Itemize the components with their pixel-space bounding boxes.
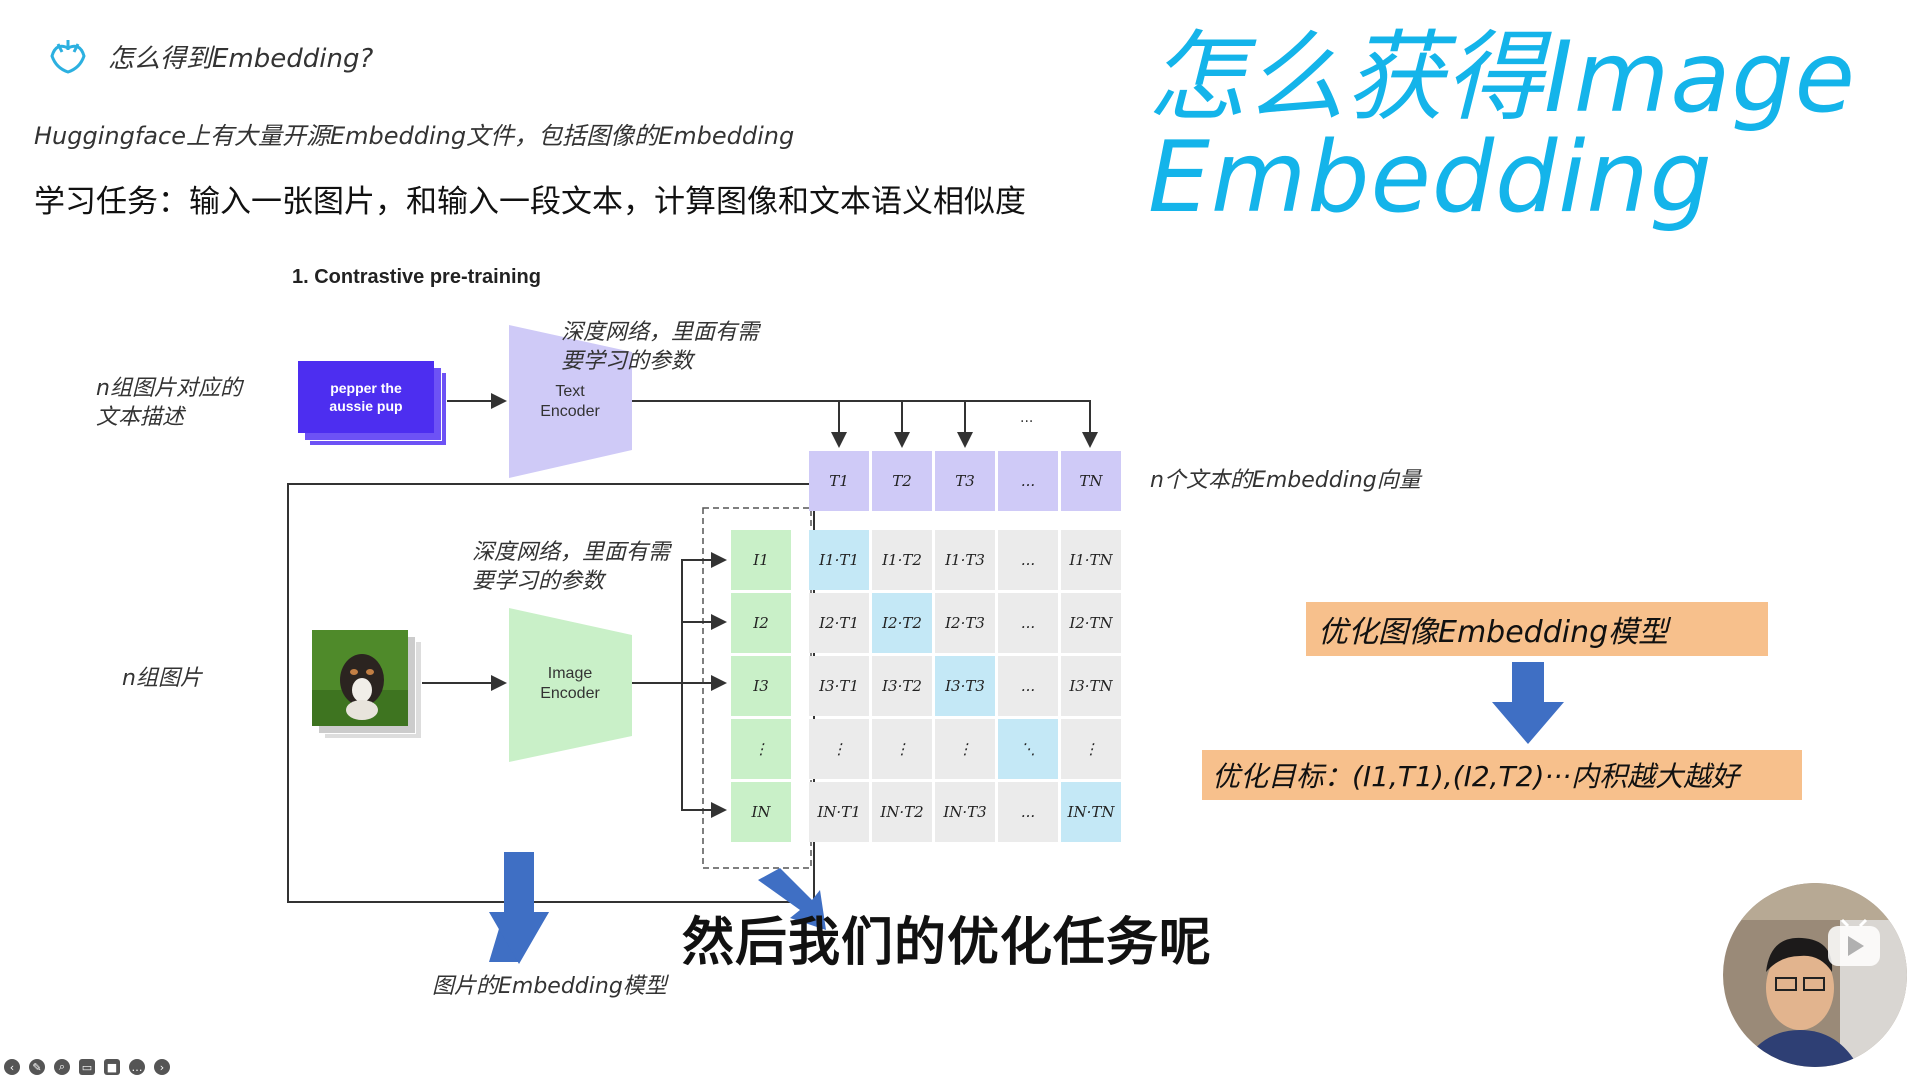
next-icon[interactable]: › bbox=[154, 1059, 170, 1075]
text-card-line2: aussie pup bbox=[329, 398, 403, 414]
optimize-goal-box: 优化目标：(I1,T1),(I2,T2)···内积越大越好 bbox=[1202, 750, 1802, 800]
i-cell: ⋮ bbox=[731, 719, 791, 779]
note-images: n组图片 bbox=[122, 666, 202, 691]
matrix-cell-diagonal: I2·T2 bbox=[872, 593, 932, 653]
note-deep-net-top-line1: 深度网络，里面有需 bbox=[561, 320, 760, 345]
note-deep-net-mid: 深度网络，里面有需 要学习的参数 bbox=[472, 538, 670, 596]
diagram-section-title: 1. Contrastive pre-training bbox=[292, 266, 541, 288]
t-cell: TN bbox=[1061, 451, 1121, 511]
matrix-cell: I3·TN bbox=[1061, 656, 1121, 716]
big-title-line2: Embedding bbox=[1148, 121, 1713, 235]
presenter-webcam bbox=[1723, 883, 1907, 1067]
zoom-icon[interactable]: ⌕ bbox=[54, 1059, 70, 1075]
image-encoder-label-line2: Encoder bbox=[540, 685, 600, 702]
matrix-cell: I1·T2 bbox=[872, 530, 932, 590]
image-embedding-column-frame bbox=[702, 507, 812, 869]
text-encoder-shape bbox=[509, 325, 632, 478]
blue-arrow-diagonal bbox=[758, 868, 826, 930]
matrix-cell: I2·TN bbox=[1061, 593, 1121, 653]
text-card-line1: pepper the bbox=[330, 380, 402, 396]
note-deep-net-top-line2: 要学习的参数 bbox=[561, 349, 694, 374]
player-controls: ‹ ✎ ⌕ ▭ ■ … › bbox=[4, 1059, 170, 1075]
dog-photo bbox=[312, 630, 408, 726]
matrix-cell: ... bbox=[998, 782, 1058, 842]
matrix-cell: I3·T2 bbox=[872, 656, 932, 716]
matrix-cell: ... bbox=[998, 656, 1058, 716]
matrix-cell: IN·T1 bbox=[809, 782, 869, 842]
pen-icon[interactable]: ✎ bbox=[29, 1059, 45, 1075]
big-title-line1: 怎么获得Image bbox=[1148, 21, 1856, 135]
blue-arrow-down-right bbox=[1492, 662, 1564, 744]
i-cell: I2 bbox=[731, 593, 791, 653]
top-dots: ... bbox=[1020, 410, 1034, 426]
cc-icon[interactable]: ▭ bbox=[79, 1059, 95, 1075]
t-cell: T1 bbox=[809, 451, 869, 511]
matrix-cell-diagonal: IN·TN bbox=[1061, 782, 1121, 842]
matrix-cell-diagonal: ⋱ bbox=[998, 719, 1058, 779]
learning-task-text: 学习任务：输入一张图片，和输入一段文本，计算图像和文本语义相似度 bbox=[34, 184, 1026, 220]
matrix-cell: ⋮ bbox=[872, 719, 932, 779]
note-deep-net-top: 深度网络，里面有需 要学习的参数 bbox=[561, 318, 759, 376]
matrix-cell: I1·T3 bbox=[935, 530, 995, 590]
more-icon[interactable]: … bbox=[129, 1059, 145, 1075]
matrix-cell: ... bbox=[998, 530, 1058, 590]
image-encoder-shape bbox=[509, 608, 632, 762]
prev-icon[interactable]: ‹ bbox=[4, 1059, 20, 1075]
note-deep-net-mid-line1: 深度网络，里面有需 bbox=[472, 540, 671, 565]
text-card: pepper the aussie pup bbox=[298, 361, 434, 433]
note-text-descriptions-line1: n组图片对应的 bbox=[96, 376, 242, 401]
matrix-cell: IN·T2 bbox=[872, 782, 932, 842]
note-image-model: 图片的Embedding模型 bbox=[432, 974, 667, 999]
matrix-cell: I3·T1 bbox=[809, 656, 869, 716]
text-encoder-label: Text Encoder bbox=[520, 382, 620, 422]
camera-icon[interactable]: ■ bbox=[104, 1059, 120, 1075]
t-cell: ... bbox=[998, 451, 1058, 511]
play-icon[interactable] bbox=[1826, 918, 1882, 968]
matrix-cell-diagonal: I3·T3 bbox=[935, 656, 995, 716]
matrix-cell-diagonal: I1·T1 bbox=[809, 530, 869, 590]
text-encoder-label-line1: Text bbox=[555, 383, 585, 400]
matrix-cell: ⋮ bbox=[809, 719, 869, 779]
matrix-cell: ⋮ bbox=[1061, 719, 1121, 779]
image-encoder-label: Image Encoder bbox=[520, 664, 620, 704]
i-cell: I3 bbox=[731, 656, 791, 716]
t-cell: T2 bbox=[872, 451, 932, 511]
video-caption: 然后我们的优化任务呢 bbox=[682, 913, 1213, 973]
optimize-model-box: 优化图像Embedding模型 bbox=[1306, 602, 1768, 656]
slide-header-title: 怎么得到Embedding? bbox=[108, 44, 374, 74]
matrix-cell: I2·T3 bbox=[935, 593, 995, 653]
note-deep-net-mid-line2: 要学习的参数 bbox=[472, 569, 605, 594]
slide-subtitle: Huggingface上有大量开源Embedding文件，包括图像的Embedd… bbox=[34, 122, 795, 150]
note-text-descriptions: n组图片对应的 文本描述 bbox=[96, 374, 242, 432]
brand-logo-icon bbox=[50, 40, 86, 74]
note-text-embeddings: n个文本的Embedding向量 bbox=[1150, 468, 1421, 493]
matrix-cell: ⋮ bbox=[935, 719, 995, 779]
matrix-cell: I2·T1 bbox=[809, 593, 869, 653]
matrix-cell: ... bbox=[998, 593, 1058, 653]
t-cell: T3 bbox=[935, 451, 995, 511]
text-encoder-label-line2: Encoder bbox=[540, 403, 600, 420]
i-cell: I1 bbox=[731, 530, 791, 590]
note-text-descriptions-line2: 文本描述 bbox=[96, 405, 185, 430]
matrix-cell: I1·TN bbox=[1061, 530, 1121, 590]
matrix-cell: IN·T3 bbox=[935, 782, 995, 842]
i-cell: IN bbox=[731, 782, 791, 842]
image-encoder-label-line1: Image bbox=[547, 665, 593, 682]
big-title: 怎么获得Image Embedding bbox=[1148, 28, 1856, 228]
